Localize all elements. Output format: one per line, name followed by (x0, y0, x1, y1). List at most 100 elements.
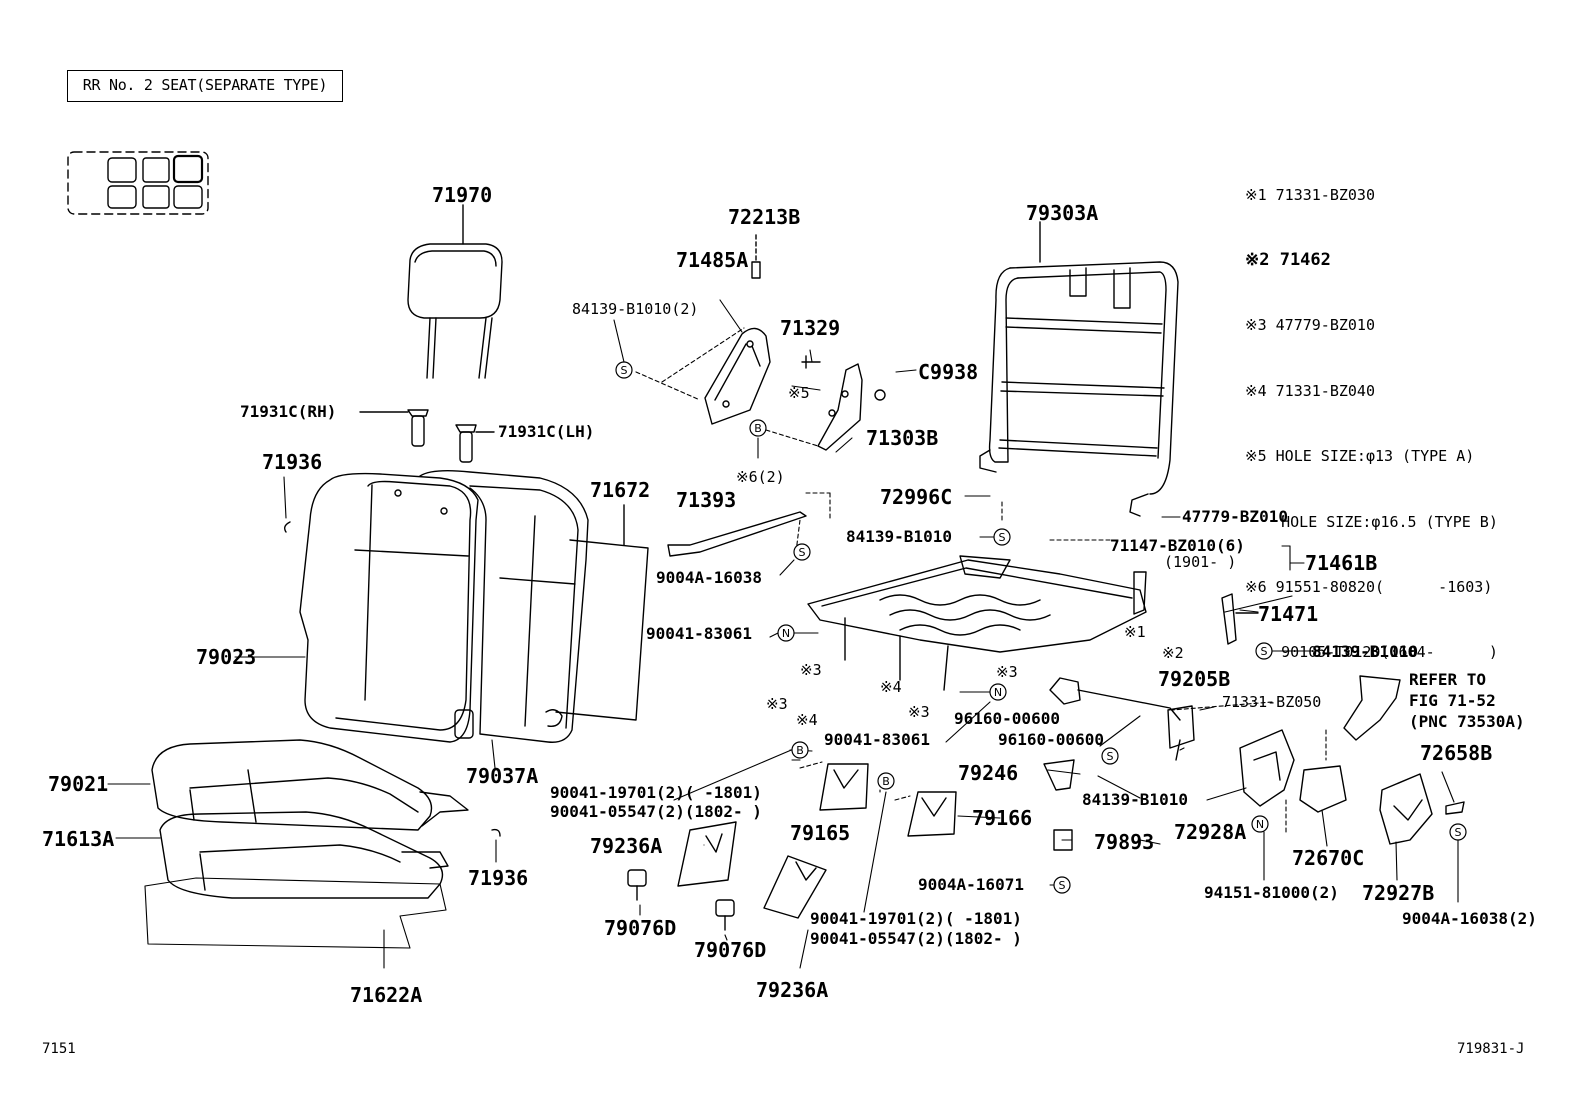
drawing-id: 719831-J (1457, 1041, 1525, 1057)
part-label: 71672 (590, 478, 651, 502)
part-label: 90041-19701(2)( -1801) (810, 909, 1022, 928)
seat-belt-anchor-drawing (667, 511, 807, 557)
headrest-support-drawing (359, 409, 495, 463)
note-line: ※4 71331-BZ040 (1245, 381, 1375, 400)
part-label: 71471 (1258, 602, 1319, 626)
leader-lines (107, 299, 1459, 969)
part-label: 90041-19701(2)( -1801) (550, 783, 762, 802)
part-label: 72996C (880, 485, 953, 509)
note-line: ※6 91551-80820( -1603) (1245, 577, 1493, 596)
note-mark: ※3 (766, 695, 788, 713)
symbol-s: S (999, 531, 1006, 544)
part-label: 96160-00600 (954, 709, 1060, 728)
part-label: 84139-B1010 (846, 527, 952, 546)
part-label: 94151-81000(2) (1204, 883, 1339, 902)
note-line: ※1 71331-BZ030 (1245, 185, 1375, 204)
note-mark: ※3 (800, 661, 822, 679)
seatback-frame-drawing (979, 221, 1179, 517)
refer-line: (PNC 73530A) (1409, 712, 1525, 731)
part-label: 79236A (756, 978, 829, 1002)
part-label: 79236A (590, 834, 663, 858)
release-cable-drawing (1049, 677, 1195, 761)
note-mark: ※4 (880, 678, 902, 696)
note-mark: ※1 (1124, 623, 1146, 641)
part-label: 71931C(RH) (240, 402, 337, 421)
part-label: 71970 (432, 183, 493, 207)
symbol-b: B (754, 422, 762, 435)
part-label: 71622A (350, 983, 423, 1007)
note-line: HOLE SIZE:φ16.5 (TYPE B) (1245, 512, 1498, 531)
part-label: 79076D (604, 916, 677, 940)
part-label: 9004A-16071 (918, 875, 1024, 894)
part-label: 79023 (196, 645, 257, 669)
part-label: 71147-BZ010(6) (1110, 536, 1245, 555)
recliner-plate-drawing (801, 355, 886, 451)
seatback-cover-drawing (299, 472, 479, 743)
note-line: 90105-T0120(1604- ) (1245, 643, 1498, 662)
symbol-n: N (1256, 818, 1264, 831)
part-label: 71931C(LH) (498, 422, 595, 441)
part-label: 84139-B1010(2) (572, 300, 699, 318)
seat-layout-icon (67, 151, 209, 215)
note-line: ※2 71462 (1245, 249, 1331, 270)
headrest-drawing (407, 204, 503, 379)
note-mark: ※5 (788, 384, 810, 402)
part-label: C9938 (918, 360, 979, 384)
part-label: 84139-B1010 (1082, 790, 1188, 809)
symbol-s: S (1107, 750, 1114, 763)
part-label: 90041-83061 (824, 730, 930, 749)
part-label: 79076D (694, 938, 767, 962)
symbol-s: S (1455, 826, 1462, 839)
part-label: 79037A (466, 764, 539, 788)
part-label: 79021 (48, 772, 109, 796)
part-label: 90041-83061 (646, 624, 752, 643)
part-label: 84139-B1010 (1312, 642, 1418, 661)
part-label: 71329 (780, 316, 841, 340)
refer-line: REFER TO (1409, 670, 1487, 689)
latch-assembly-drawing (1239, 675, 1465, 845)
symbol-n: N (782, 627, 790, 640)
note-mark: ※3 (908, 703, 930, 721)
part-label: 96160-00600 (998, 730, 1104, 749)
seatback-board-drawing (555, 504, 649, 721)
hook-clips-drawing (283, 521, 501, 837)
part-date-range: (1901- ) (1164, 553, 1237, 571)
notes-legend: ※1 71331-BZ030 ※2 71462 ※3 47779-BZ010 ※… (1245, 141, 1498, 708)
part-label: 71936 (468, 866, 529, 890)
note-mark: ※4 (796, 711, 818, 729)
symbol-circles (615, 361, 1467, 894)
seatback-pad-drawing (419, 469, 589, 743)
figure-number: 7151 (42, 1041, 76, 1057)
part-label: 79166 (972, 806, 1033, 830)
part-label: 71393 (676, 488, 737, 512)
note-mark: ※2 (1162, 644, 1184, 662)
note-mark: ※6(2) (736, 468, 785, 486)
diagram-title: RR No. 2 SEAT(SEPARATE TYPE) (67, 70, 343, 102)
recliner-bracket-drawing (704, 234, 771, 425)
hinge-covers-drawing (627, 759, 1075, 931)
part-label: 90041-05547(2)(1802- ) (810, 929, 1022, 948)
part-label: 79893 (1094, 830, 1155, 854)
part-label: 79165 (790, 821, 851, 845)
symbol-n: N (994, 686, 1002, 699)
part-label: 71613A (42, 827, 115, 851)
part-label: 71331-BZ050 (1222, 693, 1322, 711)
part-label: 71936 (262, 450, 323, 474)
part-label: 71461B (1305, 551, 1378, 575)
cover-strap-drawing (1221, 593, 1259, 645)
part-label: 72658B (1420, 741, 1493, 765)
part-label: 9004A-16038(2) (1402, 909, 1537, 928)
part-label: 72928A (1174, 820, 1247, 844)
seat-frame-drawing (807, 555, 1147, 691)
refer-note: REFER TO FIG 71-52 (PNC 73530A) (1409, 669, 1525, 732)
part-label: 90041-05547(2)(1802- ) (550, 802, 762, 821)
part-label: 79205B (1158, 667, 1231, 691)
part-label: 72213B (728, 205, 801, 229)
symbol-s: S (621, 364, 628, 377)
symbol-s: S (799, 546, 806, 559)
note-mark: ※3 (996, 663, 1018, 681)
part-label: 47779-BZ010 (1182, 507, 1288, 526)
note-line: ※5 HOLE SIZE:φ13 (TYPE A) (1245, 447, 1475, 466)
